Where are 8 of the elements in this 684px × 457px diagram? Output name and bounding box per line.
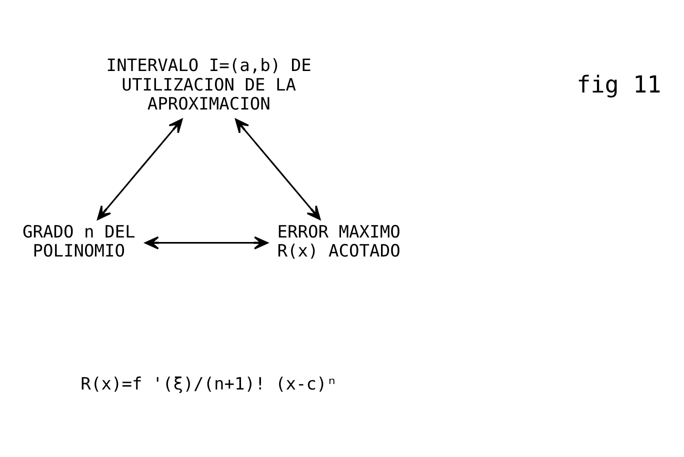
arrow [234,118,321,220]
label: R(x)=f '(ξ)/(n+1)! (x-c)ⁿ [80,374,338,394]
node-text: ERROR MAXIMO R(x) ACOTADO [277,222,400,261]
node-text: INTERVALO I=(a,b) DE UTILIZACION DE LA APROXIMACION [106,56,312,114]
arrow [97,118,183,220]
node-text: GRADO n DEL POLINOMIO [22,222,136,261]
label: fig 11 [576,70,662,98]
arrow [144,236,268,249]
